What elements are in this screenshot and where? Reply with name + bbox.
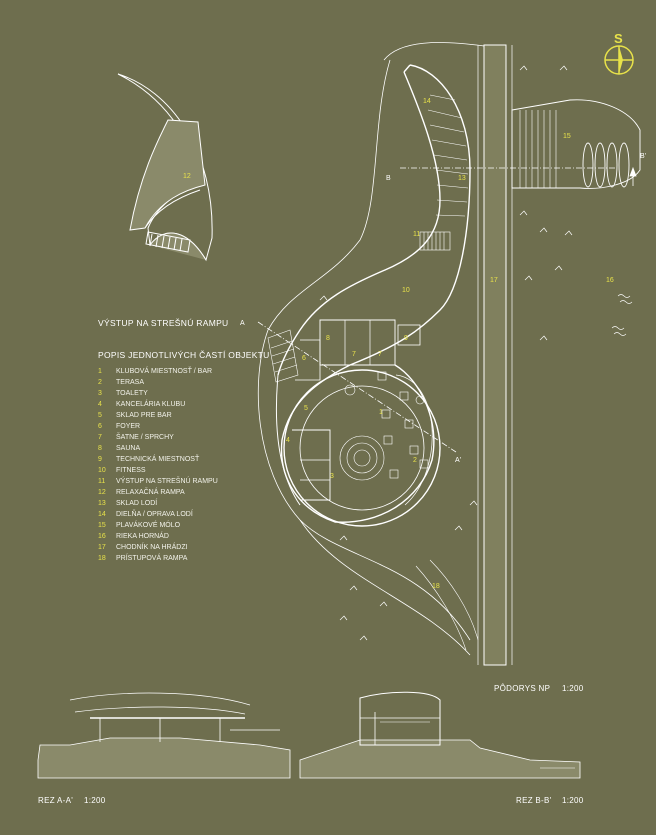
boat-racks (427, 94, 469, 217)
legend-num: 12 (98, 489, 106, 496)
entry-stairs (267, 329, 299, 383)
legend-label: PLAVÁKOVÉ MÓLO (116, 522, 181, 529)
legend-label: TOALETY (116, 390, 148, 397)
legend-label: RIEKA HORNÁD (116, 533, 169, 540)
legend-num: 16 (98, 533, 106, 540)
floor-plan-scale: 1:200 (562, 684, 584, 693)
plan-label-16: 16 (606, 277, 614, 284)
stairs-11 (419, 231, 451, 251)
legend-num: 13 (98, 500, 106, 507)
arrow-icon (629, 166, 637, 186)
legend-num: 2 (98, 379, 102, 386)
plan-label-10: 10 (402, 287, 410, 294)
floating-pier (511, 99, 641, 189)
legend-num: 15 (98, 522, 106, 529)
water-waves (611, 294, 633, 336)
legend-label: FITNESS (116, 467, 146, 474)
roof-ramp-plan (117, 73, 213, 262)
legend-label: PRÍSTUPOVÁ RAMPA (116, 555, 188, 562)
plan-label-5: 5 (304, 405, 308, 412)
legend-label: SKLAD LODÍ (116, 500, 158, 507)
legend-label: CHODNÍK NA HRÁDZI (116, 544, 188, 551)
section-bb-title: REZ B-B' (516, 796, 552, 805)
plan-label-17: 17 (490, 277, 498, 284)
legend-num: 5 (98, 412, 102, 419)
compass-icon (604, 45, 634, 75)
plan-label-7a: 7 (352, 351, 356, 358)
plan-label-18: 18 (432, 583, 440, 590)
legend-num: 14 (98, 511, 106, 518)
legend-num: 6 (98, 423, 102, 430)
plan-label-11: 11 (413, 231, 420, 238)
legend-title: POPIS JEDNOTLIVÝCH ČASTÍ OBJEKTU (98, 350, 270, 360)
plan-label-7b: 7 (378, 351, 382, 358)
trees (319, 65, 573, 641)
dike-walkway (477, 44, 513, 666)
legend-label: FOYER (116, 423, 141, 430)
legend-num: 11 (98, 478, 106, 485)
legend-label: DIELŇA / OPRAVA LODÍ (116, 511, 193, 518)
section-aa-scale: 1:200 (84, 796, 106, 805)
section-bb-scale: 1:200 (562, 796, 584, 805)
legend-label: RELAXAČNÁ RAMPA (116, 489, 185, 496)
section-lines (257, 167, 616, 453)
legend-num: 7 (98, 434, 102, 441)
plan-label-14: 14 (423, 98, 431, 105)
section-aa-title: REZ A-A' (38, 796, 74, 805)
plan-label-15: 15 (563, 133, 571, 140)
section-a-prime-label: A' (455, 457, 461, 464)
terrain-outline (257, 42, 485, 656)
section-bb-drawing (299, 691, 581, 779)
legend-label: TERASA (116, 379, 145, 386)
plan-label-1: 1 (379, 409, 383, 416)
legend-num: 10 (98, 467, 106, 474)
roof-ramp-title: VÝSTUP NA STREŠNÚ RAMPU (98, 318, 229, 328)
legend-label: ŠATNE / SPRCHY (116, 434, 174, 441)
legend-num: 17 (98, 544, 106, 551)
bar-tables (344, 371, 429, 479)
section-b-label: B (386, 175, 391, 182)
plan-label-12: 12 (183, 173, 191, 180)
section-aa-drawing (37, 692, 291, 779)
plan-label-3: 3 (330, 473, 334, 480)
legend-label: KANCELÁRIA KLUBU (116, 401, 186, 408)
section-a-label: A (240, 320, 245, 327)
plan-label-4: 4 (286, 437, 290, 444)
legend-num: 8 (98, 445, 102, 452)
round-clubhouse (283, 319, 441, 527)
access-ramp (415, 559, 479, 651)
plan-label-6: 6 (302, 355, 306, 362)
legend-num: 4 (98, 401, 102, 408)
legend-label: TECHNICKÁ MIESTNOSŤ (116, 456, 200, 463)
compass-letter: S (614, 31, 623, 46)
legend-label: SAUNA (116, 445, 141, 452)
legend-num: 1 (98, 368, 102, 375)
legend-label: KLUBOVÁ MIESTNOSŤ / BAR (116, 368, 213, 375)
plan-label-8: 8 (326, 335, 330, 342)
plan-label-9: 9 (404, 335, 408, 342)
section-b-prime-label: B' (640, 153, 646, 160)
plan-label-2: 2 (413, 457, 417, 464)
floor-plan-title: PÔDORYS NP (494, 684, 551, 693)
legend-num: 3 (98, 390, 102, 397)
legend-num: 18 (98, 555, 106, 562)
legend-label: SKLAD PRE BAR (116, 412, 172, 419)
legend-label: VÝSTUP NA STREŠNÚ RAMPU (116, 478, 218, 485)
plan-label-13: 13 (458, 175, 466, 182)
legend-num: 9 (98, 456, 102, 463)
building-wing (275, 64, 471, 523)
